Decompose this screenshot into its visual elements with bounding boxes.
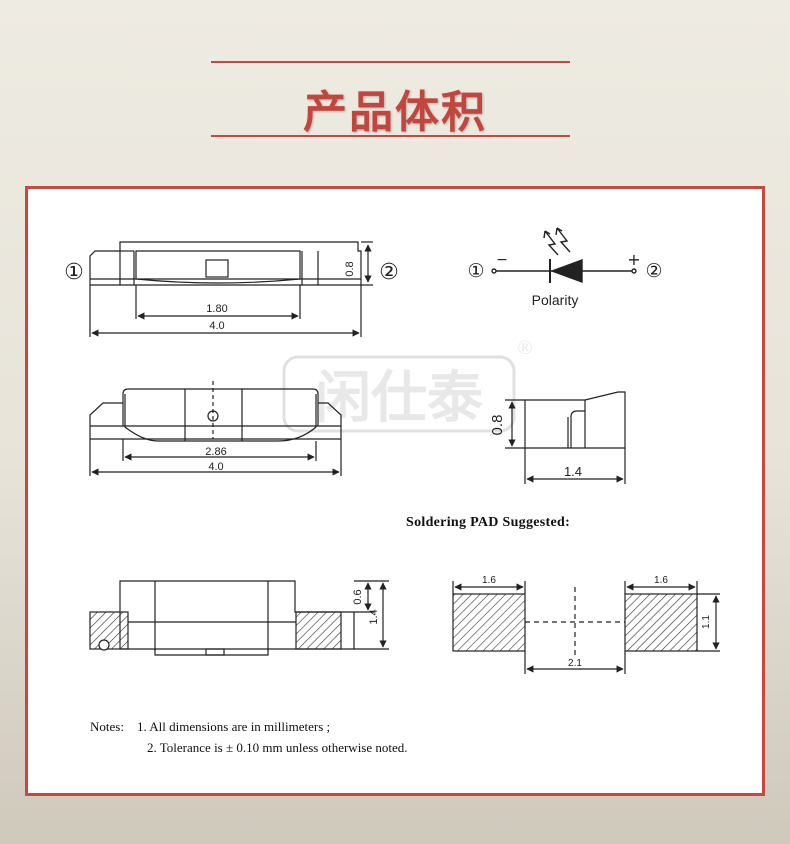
polarity-diode-symbol — [491, 227, 637, 284]
pad-left-width-dim: 1.6 — [482, 575, 496, 586]
polarity-pin2: ② — [645, 260, 662, 282]
note-line-2: 2. Tolerance is ± 0.10 mm unless otherwi… — [147, 740, 408, 755]
pin1-label: ① — [64, 260, 84, 285]
watermark: 闲仕泰 ® — [282, 337, 533, 433]
side-view — [505, 391, 626, 484]
top-total-width-dim: 4.0 — [209, 320, 224, 332]
front-view — [89, 381, 342, 476]
page-title: 产品体积 — [303, 87, 487, 138]
minus-sign: − — [496, 252, 508, 268]
polarity-label: Polarity — [532, 292, 579, 308]
notes-block: Notes: 1. All dimensions are in millimet… — [90, 716, 408, 758]
title-rule-top — [211, 61, 570, 63]
title-rule-bottom — [211, 135, 570, 137]
front-total-width-dim: 4.0 — [208, 461, 223, 473]
top-height-dim: 0.8 — [344, 261, 356, 276]
plus-sign: + — [627, 250, 640, 269]
side-width-dim: 1.4 — [564, 464, 582, 479]
registered-mark: ® — [517, 337, 532, 359]
pad-gap-dim: 2.1 — [568, 658, 582, 669]
side-height-dim: 0.8 — [489, 415, 506, 436]
soldering-pad-heading: Soldering PAD Suggested: — [406, 515, 571, 530]
pin2-label: ② — [379, 260, 399, 285]
technical-drawing: 闲仕泰 ® ① ② 0.8 1.80 4.0 ① − — [64, 227, 720, 674]
front-inner-width-dim: 2.86 — [205, 446, 226, 458]
polarity-pin1: ① — [467, 260, 484, 282]
pad-height-dim: 1.1 — [701, 615, 712, 629]
solder-pad-layout — [452, 581, 720, 674]
watermark-text: 闲仕泰 — [315, 366, 484, 431]
pad-right-width-dim: 1.6 — [654, 575, 668, 586]
notes-label: Notes: — [90, 719, 124, 734]
bottom-view — [89, 580, 389, 656]
bottom-small-height-dim: 0.6 — [352, 589, 364, 604]
drawing-panel: 闲仕泰 ® ① ② 0.8 1.80 4.0 ① − — [25, 186, 765, 796]
top-inner-width-dim: 1.80 — [206, 303, 227, 315]
top-view — [89, 241, 373, 337]
bottom-total-height-dim: 1.4 — [368, 609, 380, 624]
note-line-1: 1. All dimensions are in millimeters ; — [136, 719, 331, 734]
